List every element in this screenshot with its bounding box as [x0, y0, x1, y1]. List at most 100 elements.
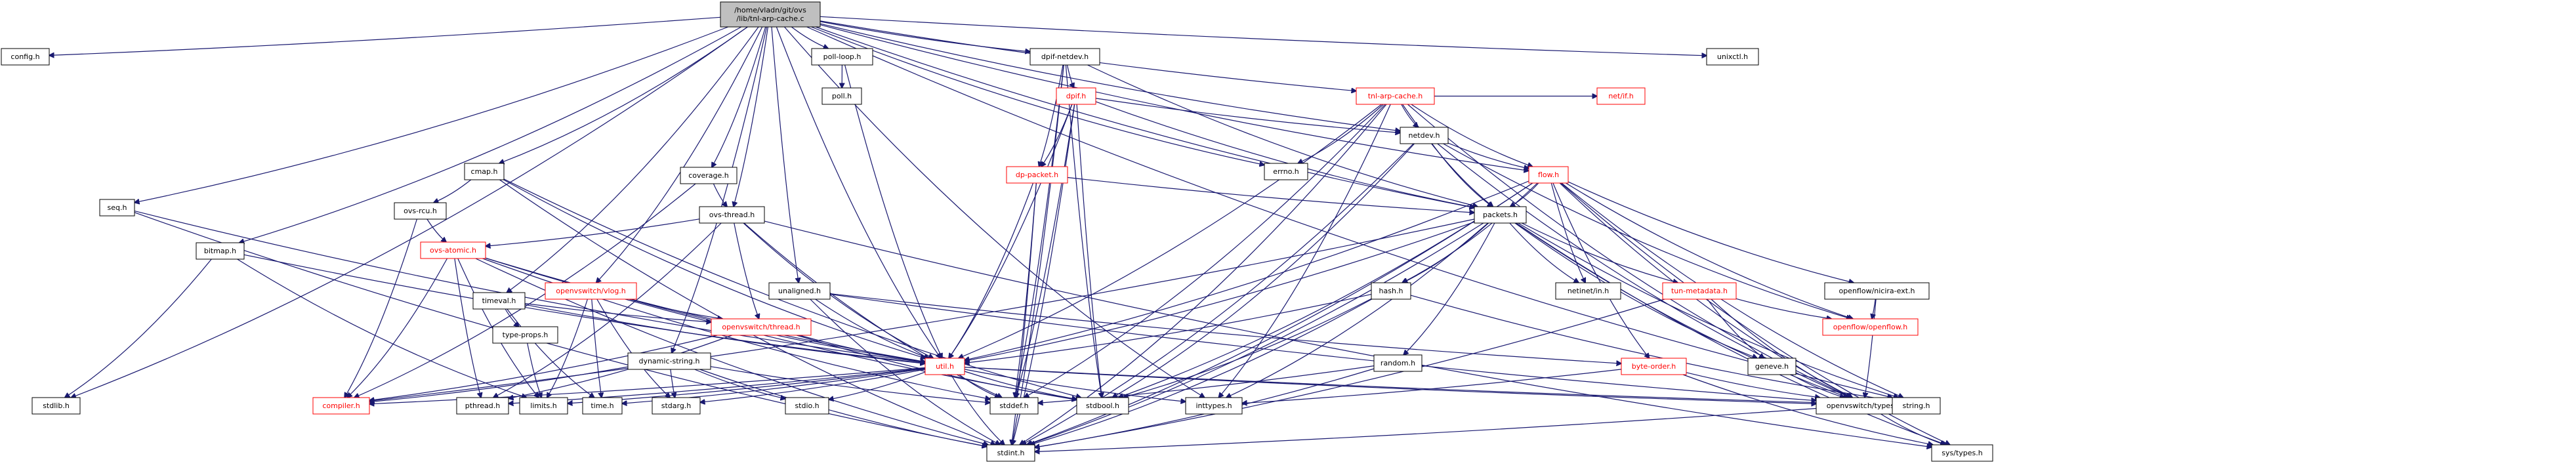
edge-tnlarp-to-stddef — [1024, 104, 1386, 398]
node-netif[interactable]: net/if.h — [1596, 87, 1646, 105]
node-box-poll — [821, 87, 862, 105]
node-box-flow — [1528, 166, 1569, 184]
edge-tnlarp-to-packets — [1402, 104, 1493, 207]
node-systypes[interactable]: sys/types.h — [1931, 444, 1993, 462]
node-pollloop[interactable]: poll-loop.h — [811, 48, 873, 66]
node-seq[interactable]: seq.h — [99, 199, 135, 217]
node-box-stdarg — [652, 397, 701, 415]
node-box-dpifnetdev — [1029, 48, 1100, 66]
node-dpifnetdev[interactable]: dpif-netdev.h — [1029, 48, 1100, 66]
node-stdio[interactable]: stdio.h — [785, 397, 829, 415]
node-root[interactable]: /home/vladn/git/ovs/lib/tnl-arp-cache.c — [720, 1, 821, 28]
node-box-bitmap — [196, 242, 245, 260]
node-random[interactable]: random.h — [1373, 354, 1423, 372]
node-cmap[interactable]: cmap.h — [464, 163, 505, 180]
node-dppacket[interactable]: dp-packet.h — [1006, 166, 1068, 184]
node-box-netdev — [1400, 127, 1449, 144]
node-box-pthread — [456, 397, 509, 415]
edge-seq-to-stdint — [134, 212, 987, 447]
edge-tunmeta-to-ovstypes — [1711, 299, 1852, 398]
node-bitmap[interactable]: bitmap.h — [196, 242, 245, 260]
edge-flow-to-stdint — [1027, 182, 1533, 445]
node-box-seq — [99, 199, 135, 217]
node-time[interactable]: time.h — [582, 397, 623, 415]
node-ovsthread[interactable]: ovs-thread.h — [699, 206, 765, 224]
edge-dpif-to-util — [949, 104, 1073, 358]
node-stdbool[interactable]: stdbool.h — [1076, 397, 1129, 415]
node-hash[interactable]: hash.h — [1371, 282, 1411, 300]
node-ovsatomic[interactable]: ovs-atomic.h — [420, 241, 486, 259]
node-ovsthreadpub[interactable]: openvswitch/thread.h — [711, 318, 812, 336]
node-compiler[interactable]: compiler.h — [312, 397, 370, 415]
edge-ovsthread-to-ovsthreadpub — [734, 222, 759, 319]
edge-ovstypes-to-stdint — [1035, 407, 1817, 452]
edge-packets-to-stdint — [1028, 222, 1484, 445]
node-label-ovsrcu: ovs-rcu.h — [404, 207, 437, 215]
node-poll[interactable]: poll.h — [821, 87, 862, 105]
node-unixctl[interactable]: unixctl.h — [1706, 48, 1759, 66]
edge-util-to-stdbool — [964, 371, 1077, 400]
edge-vlog-to-ovsthreadpub — [629, 299, 723, 319]
edge-packets-to-systypes — [1516, 222, 1947, 445]
node-netdev[interactable]: netdev.h — [1400, 127, 1449, 144]
edge-tunmeta-to-geneve — [1707, 299, 1764, 358]
node-stdarg[interactable]: stdarg.h — [652, 397, 701, 415]
edge-flow-to-systypes — [1560, 182, 1950, 445]
node-box-root — [720, 1, 821, 28]
edge-pollloop-to-util — [844, 64, 942, 358]
node-label-ovsatomic: ovs-atomic.h — [430, 246, 476, 255]
node-box-coverage — [680, 167, 737, 184]
node-byteorder[interactable]: byte-order.h — [1621, 358, 1687, 375]
edge-ovsthread-to-ovsatomic — [486, 218, 700, 246]
edge-tunmeta-to-openflow — [1735, 298, 1831, 319]
node-stdlib[interactable]: stdlib.h — [31, 397, 81, 415]
edge-ovsrcu-to-ovsatomic — [426, 218, 446, 242]
edge-bitmap-to-stdlib — [65, 258, 212, 398]
node-netinet[interactable]: netinet/in.h — [1555, 282, 1621, 300]
edge-root-to-dpifnetdev — [820, 21, 1030, 52]
node-label-dpif: dpif.h — [1066, 92, 1087, 100]
node-label-bitmap: bitmap.h — [204, 247, 236, 255]
edge-dpifnetdev-to-dppacket — [1039, 64, 1064, 167]
node-openflow[interactable]: openflow/openflow.h — [1822, 318, 1919, 336]
edge-util-to-inttypes — [964, 369, 1186, 402]
node-vlog[interactable]: openvswitch/vlog.h — [545, 282, 637, 300]
node-ovsrcu[interactable]: ovs-rcu.h — [394, 202, 447, 220]
edge-root-to-coverage — [712, 26, 766, 167]
node-nicira[interactable]: openflow/nicira-ext.h — [1824, 282, 1930, 300]
edge-flow-to-packets — [1510, 182, 1539, 207]
node-typeprops[interactable]: type-props.h — [492, 326, 558, 344]
edge-flow-to-netinet — [1550, 182, 1585, 283]
edge-ovsthreadpub-to-pthread — [509, 335, 733, 398]
node-label-stdio: stdio.h — [795, 402, 819, 410]
node-label-string: string.h — [1902, 402, 1930, 410]
node-stddef[interactable]: stddef.h — [989, 397, 1039, 415]
edge-util-to-stdarg — [700, 369, 926, 402]
node-geneve[interactable]: geneve.h — [1747, 358, 1797, 375]
node-pthread[interactable]: pthread.h — [456, 397, 509, 415]
node-unaligned[interactable]: unaligned.h — [768, 282, 831, 300]
edge-ovsrcu-to-compiler — [344, 218, 417, 398]
node-box-ovsrcu — [394, 202, 447, 220]
node-errno[interactable]: errno.h — [1264, 163, 1308, 180]
node-dpif[interactable]: dpif.h — [1056, 87, 1096, 105]
node-flow[interactable]: flow.h — [1528, 166, 1569, 184]
node-stdint[interactable]: stdint.h — [986, 444, 1035, 462]
node-util[interactable]: util.h — [924, 358, 965, 375]
node-config[interactable]: config.h — [1, 48, 50, 66]
node-packets[interactable]: packets.h — [1474, 206, 1527, 224]
edge-dpifnetdev-to-stdint — [1012, 64, 1064, 445]
edge-flow-to-string — [1561, 182, 1903, 398]
node-tunmeta[interactable]: tun-metadata.h — [1662, 282, 1737, 300]
node-string[interactable]: string.h — [1892, 397, 1941, 415]
node-coverage[interactable]: coverage.h — [680, 167, 737, 184]
node-tnlarp[interactable]: tnl-arp-cache.h — [1356, 87, 1435, 105]
node-limits[interactable]: limits.h — [519, 397, 568, 415]
node-label-dynstr: dynamic-string.h — [638, 357, 699, 365]
edge-ovsthread-to-systypes — [764, 220, 1932, 447]
edge-dppacket-to-stdint — [1012, 182, 1037, 445]
node-inttypes[interactable]: inttypes.h — [1185, 397, 1243, 415]
node-dynstr[interactable]: dynamic-string.h — [627, 352, 711, 370]
node-timeval[interactable]: timeval.h — [472, 292, 526, 310]
